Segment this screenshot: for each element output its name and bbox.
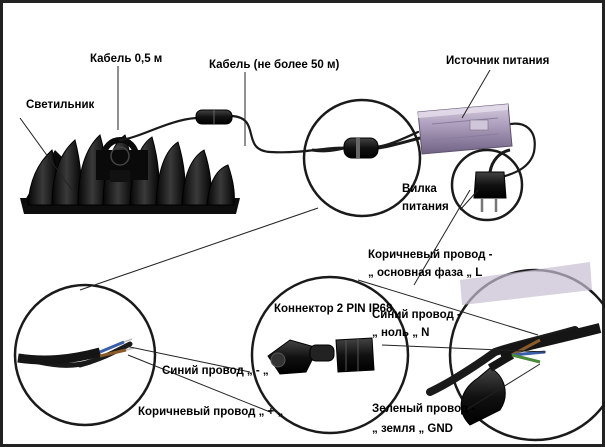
zoom-connector-detail <box>267 337 375 375</box>
zoom-connector-top-detail <box>311 136 421 159</box>
label-blue-minus: Синий провод „ - „ <box>162 365 269 377</box>
zoom-circle-plug <box>450 148 524 222</box>
zoom-plug-detail <box>473 148 511 212</box>
label-brown-phase-line2: „ основная фаза „ L <box>368 267 482 279</box>
label-connector: Коннектор 2 PIN IP68 <box>274 303 393 315</box>
zoom-wires-left-detail <box>17 338 135 365</box>
zoom-wires-right-detail <box>460 262 602 426</box>
zoom-circle-connector <box>250 275 410 435</box>
label-blue-neutral-line1: Синий провод - <box>372 309 461 321</box>
fixture-image <box>20 134 240 214</box>
label-brown-phase-line1: Коричневый провод - <box>368 249 493 261</box>
label-green-ground-line1: Зеленый провод - <box>372 403 475 415</box>
label-power-supply: Источник питания <box>446 55 549 67</box>
inline-connector-top <box>195 109 233 125</box>
zoom-circle-connector-top <box>302 98 422 218</box>
power-supply-image <box>417 103 513 155</box>
leader-lines <box>19 66 547 413</box>
label-fixture: Светильник <box>26 99 95 111</box>
label-blue-neutral-line2: „ ноль „ N <box>372 327 429 339</box>
label-cable-long: Кабель (не более 50 м) <box>209 59 339 71</box>
zoom-circle-wires-left <box>13 283 157 427</box>
label-brown-plus: Коричневый провод „ + „ <box>138 406 283 418</box>
label-plug-line2: питания <box>402 201 449 213</box>
label-cable-short: Кабель 0,5 м <box>90 53 162 65</box>
label-green-ground-line2: „ земля „ GND <box>372 423 453 435</box>
label-plug-line1: Вилка <box>402 183 437 195</box>
